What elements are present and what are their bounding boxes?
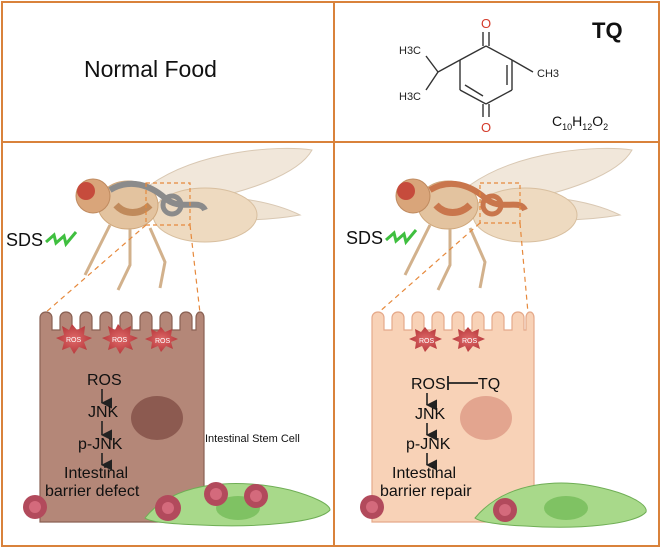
ros-burst-label: ROS (462, 338, 478, 345)
methyl-group: CH3 (537, 68, 559, 80)
ros-burst (102, 324, 138, 354)
outcome-line-1-right: Intestinal (392, 465, 456, 482)
top-right-panel (333, 1, 660, 143)
ros-bursts-right (409, 327, 485, 352)
ros-burst-label: ROS (155, 338, 171, 345)
pathway-pjnk-right: p-JNK (406, 436, 451, 453)
damaged-cells (23, 482, 517, 522)
fly-left (44, 147, 313, 314)
methyl-group-upper: H3C (399, 45, 421, 57)
enterocyte-right (371, 311, 535, 523)
pathway-jnk-left: JNK (88, 404, 119, 421)
ros-burst (409, 327, 442, 352)
formula-h: H (572, 113, 582, 129)
ros-burst-label: ROS (66, 337, 82, 344)
ros-burst-label: ROS (419, 338, 435, 345)
formula-h-count: 12 (582, 122, 592, 132)
sds-label-left: SDS (6, 230, 43, 250)
formula-o: O (592, 113, 603, 129)
formula-c-count: 10 (562, 122, 572, 132)
fly-right (377, 147, 633, 314)
formula-c: C (552, 113, 562, 129)
tq-structure (425, 32, 534, 117)
ros-burst-label: ROS (112, 337, 128, 344)
condition-title-normal-food: Normal Food (84, 56, 217, 82)
sds-arrow-right (385, 229, 418, 246)
outcome-line-1-left: Intestinal (64, 465, 128, 482)
oxygen-bottom: O (481, 120, 491, 135)
pathway-ros-left: ROS (87, 372, 122, 389)
inhibitor-tq: TQ (478, 376, 500, 393)
enterocyte-left (39, 311, 205, 523)
sds-arrow-left (45, 231, 78, 248)
formula-o-count: 2 (603, 122, 608, 132)
outcome-line-2-left: barrier defect (45, 483, 140, 500)
ros-burst (145, 327, 178, 352)
sds-label-right: SDS (346, 228, 383, 248)
compound-name: TQ (592, 18, 623, 43)
oxygen-top: O (481, 16, 491, 31)
molecular-formula: C10H12O2 (552, 113, 608, 132)
stem-cell-label: Intestinal Stem Cell (205, 433, 300, 445)
ros-burst (56, 324, 92, 354)
ros-burst (452, 327, 485, 352)
top-left-panel (1, 1, 335, 143)
pathway-ros-right: ROS (411, 376, 446, 393)
ros-bursts-left (56, 324, 178, 354)
pathway-jnk-right: JNK (415, 406, 446, 423)
outcome-line-2-right: barrier repair (380, 483, 472, 500)
methyl-group-lower: H3C (399, 91, 421, 103)
pathway-pjnk-left: p-JNK (78, 436, 123, 453)
